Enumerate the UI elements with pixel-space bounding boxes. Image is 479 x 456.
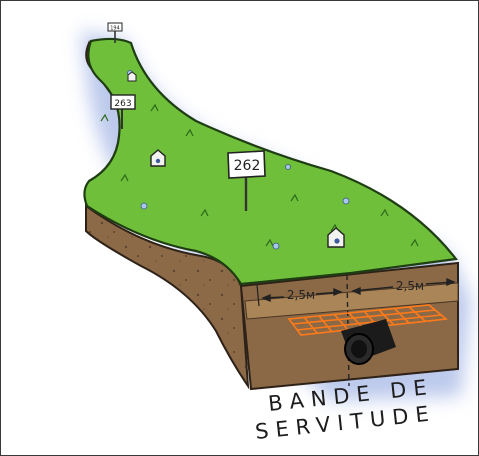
marker-post-263: 263 bbox=[110, 94, 136, 129]
soil-cut-face bbox=[239, 261, 459, 391]
dimension-left bbox=[261, 287, 343, 303]
inspection-box-2 bbox=[327, 227, 345, 248]
warning-grid bbox=[287, 304, 448, 336]
dimension-right-label: 2,5м bbox=[396, 279, 424, 293]
dimension-right bbox=[351, 277, 456, 296]
left-limit-line bbox=[256, 284, 260, 307]
marker-post-small: 194 bbox=[107, 22, 123, 43]
flowers bbox=[127, 70, 350, 250]
marker-post-262: 262 bbox=[227, 150, 266, 211]
buried-pipe bbox=[341, 319, 396, 365]
topsoil-band bbox=[244, 282, 459, 320]
grass-surface bbox=[83, 37, 459, 286]
marker-263-label: 263 bbox=[114, 99, 131, 109]
inspection-box-1 bbox=[150, 149, 166, 167]
soil-layer bbox=[85, 204, 250, 390]
marker-small-label: 194 bbox=[110, 26, 120, 32]
inspection-box-3 bbox=[127, 71, 137, 82]
marker-262-label: 262 bbox=[234, 158, 261, 174]
dimension-left-label: 2,5м bbox=[287, 288, 315, 302]
